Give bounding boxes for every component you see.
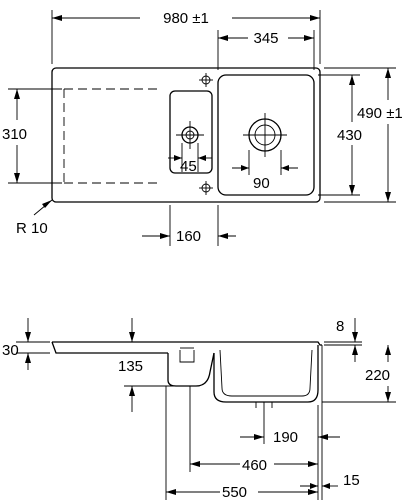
bowl-depth-label: 430 [337, 127, 362, 144]
drain-spacing-label: 160 [176, 228, 201, 245]
dim-rim-height: 8 [324, 318, 362, 362]
drainer-board [63, 88, 160, 184]
corner-radius-label: R 10 [16, 220, 48, 237]
dim-drainer-depth: 310 [2, 88, 62, 184]
deck-top-line [52, 341, 322, 346]
dim-half-drain: 45 [168, 143, 212, 175]
deck-bottom-line [51, 341, 168, 354]
half-bowl [169, 90, 213, 174]
top-view: 980 ±1 345 490 ±1 [2, 10, 403, 246]
dim-total-span: 550 [165, 386, 319, 500]
main-bowl [217, 74, 315, 196]
rim-height-label: 8 [336, 318, 344, 335]
dim-edge-offset: 15 [300, 345, 360, 500]
total-span-label: 550 [222, 484, 247, 500]
drain-offset-label: 190 [273, 429, 298, 446]
half-bowl-drain [176, 121, 204, 149]
dim-deck-thickness: 30 [2, 318, 50, 370]
overall-depth-label: 490 ±1 [357, 105, 403, 122]
dim-drain-offset: 190 [240, 402, 340, 446]
half-bowl-drain-stub [179, 350, 195, 363]
drainer-depth-label: 310 [2, 126, 27, 143]
section-view: 30 8 135 220 [2, 318, 396, 500]
dim-bowl-span: 460 [189, 386, 319, 474]
main-bowl-profile [213, 345, 319, 403]
tap-hole-marker-top [199, 73, 213, 87]
half-drain-label: 45 [180, 158, 197, 175]
bowl-depth-section-label: 220 [365, 367, 390, 384]
bowl-width-label: 345 [253, 30, 278, 47]
half-bowl-profile [167, 352, 215, 387]
bowl-span-label: 460 [242, 457, 267, 474]
dim-overall-depth: 490 ±1 [324, 67, 403, 203]
dim-bowl-depth-section: 220 [322, 345, 396, 403]
dim-drain-spacing: 160 [142, 205, 236, 246]
dim-bowl-width: 345 [217, 30, 315, 70]
tap-hole-marker-bottom [199, 181, 213, 195]
dim-corner-radius: R 10 [16, 199, 53, 237]
main-bowl-inner [219, 349, 313, 397]
main-bowl-drain [243, 113, 287, 157]
dim-half-bowl-depth: 135 [118, 318, 176, 412]
dim-main-drain: 90 [232, 150, 298, 192]
edge-offset-label: 15 [343, 472, 360, 489]
dim-bowl-depth: 430 [318, 74, 362, 196]
dim-overall-width: 980 ±1 [51, 10, 321, 64]
main-drain-label: 90 [253, 175, 270, 192]
sink-outline-top [51, 67, 321, 203]
deck-thickness-label: 30 [2, 342, 19, 359]
overall-width-label: 980 ±1 [163, 10, 209, 27]
half-bowl-depth-label: 135 [118, 358, 143, 375]
